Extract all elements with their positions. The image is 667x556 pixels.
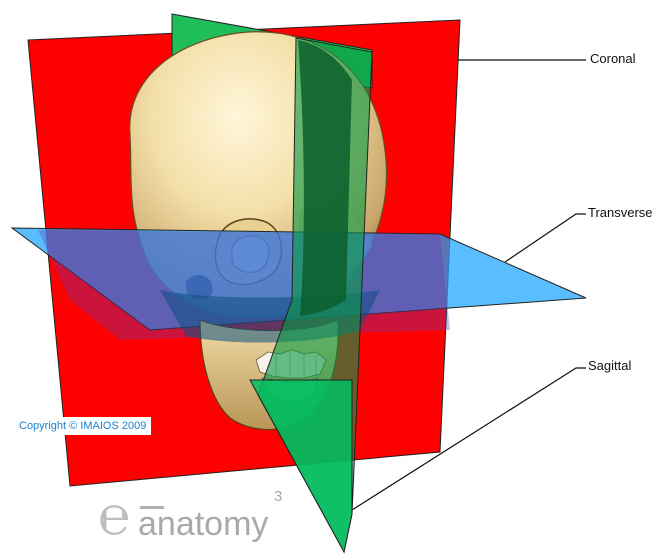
- transverse-label: Transverse: [588, 205, 653, 220]
- copyright-notice: Copyright © IMAIOS 2009: [14, 417, 151, 435]
- coronal-label: Coronal: [590, 51, 636, 66]
- logo-superscript: 3: [274, 488, 282, 505]
- sagittal-label: Sagittal: [588, 358, 631, 373]
- logo-wordmark: anatomy: [138, 504, 268, 544]
- transverse-leader-line: [505, 214, 586, 262]
- sagittal-cranium-overlap: [298, 40, 352, 316]
- logo-e-glyph: ℮: [98, 488, 130, 544]
- e-anatomy-logo: ℮ anatomy 3: [98, 488, 298, 548]
